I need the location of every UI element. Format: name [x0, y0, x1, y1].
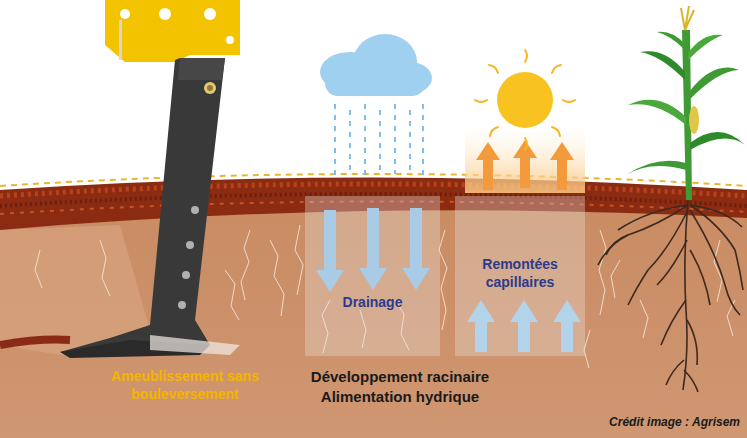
zone-label: Remontées capillaires [460, 256, 580, 291]
capillary-zone: Remontées capillaires [455, 196, 585, 356]
water-caption: Alimentation hydrique [300, 387, 500, 407]
image-credit: Crédit image : Agrisem [560, 415, 740, 431]
zone-label: Drainage [310, 294, 435, 312]
tool-caption: Ameublissement sans bouleversement [95, 367, 275, 403]
roots-caption: Développement racinaire [300, 367, 500, 387]
drainage-zone: Drainage [305, 196, 440, 356]
